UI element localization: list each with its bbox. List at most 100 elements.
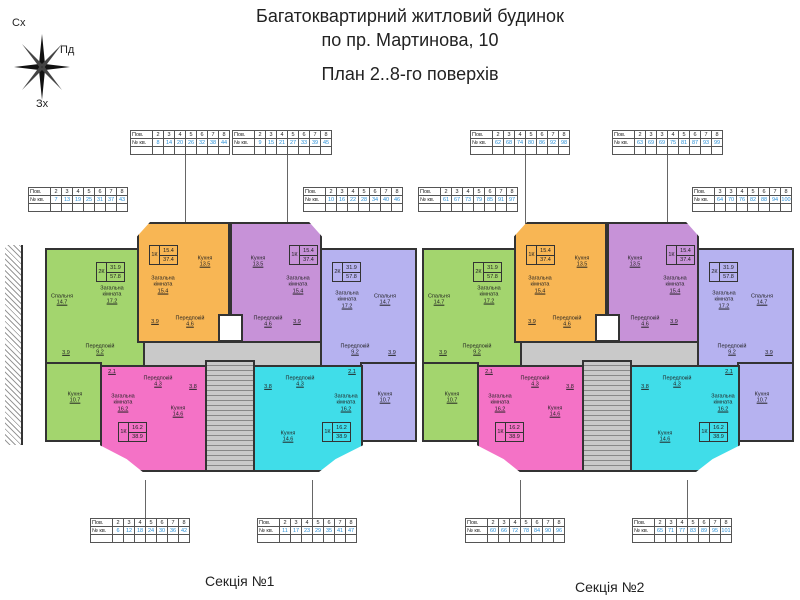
bathroom-label: 3.8 — [641, 384, 649, 390]
apartment-number: 17 — [290, 526, 302, 535]
apartment-number: 86 — [536, 138, 548, 147]
apartment-number: 11 — [279, 526, 291, 535]
elevator-shaft — [218, 314, 243, 342]
floor-number: 2 — [152, 130, 164, 139]
floor-number: 5 — [473, 187, 485, 196]
floor-number: 5 — [312, 518, 324, 527]
room-area: 3.9 — [670, 318, 678, 325]
floor-number: 5 — [678, 130, 690, 139]
apartment-type: 1К — [528, 252, 535, 258]
room-area: 3.8 — [264, 383, 272, 390]
apartment-number: 43 — [116, 195, 128, 204]
floor-number: 8 — [320, 130, 332, 139]
floor-number: 4 — [134, 518, 146, 527]
total-area: 37.4 — [159, 255, 177, 264]
floor-number: 4 — [276, 130, 288, 139]
room-area: 2.1 — [108, 368, 116, 375]
floor-number: 6 — [698, 518, 710, 527]
room-name: Передпокій — [717, 343, 747, 350]
wc-label: 2.1 — [108, 369, 116, 375]
apartment-type: 1К — [701, 429, 708, 435]
apartment-number: 76 — [736, 195, 748, 204]
table-leader-line — [520, 480, 521, 518]
room-area: 4.6 — [641, 322, 649, 328]
room-area: 3.9 — [151, 318, 159, 325]
apartment-number: 8 — [152, 138, 164, 147]
floor-number: 2 — [279, 518, 291, 527]
apartment-1k-bottom-left — [100, 365, 207, 472]
floor-number: 7 — [207, 130, 219, 139]
floor-number: 8 — [116, 187, 128, 196]
floor-number: 3 — [498, 518, 510, 527]
room-area: 3.8 — [189, 383, 197, 390]
room-area: 3.9 — [528, 318, 536, 325]
living-area: 31.9 — [483, 263, 501, 272]
room-name: Кухня — [280, 430, 296, 437]
room-area: 4.3 — [531, 382, 539, 388]
floor-number: 7 — [495, 187, 507, 196]
bathroom-label: 3.8 — [566, 384, 574, 390]
apartment-type: 2К — [334, 269, 341, 275]
room-name: Кухня — [250, 255, 266, 262]
apartment-number: 29 — [312, 526, 324, 535]
room-area: 17.2 — [341, 303, 353, 310]
floor-number: 6 — [298, 130, 310, 139]
bathroom-label: 3.9 — [62, 350, 70, 356]
apartment-type: 1К — [291, 252, 298, 258]
apartment-number: 72 — [509, 526, 521, 535]
floor-number: 6 — [531, 518, 543, 527]
apartment-number: 41 — [334, 526, 346, 535]
room-area: 17.2 — [106, 298, 118, 305]
room-area: 3.9 — [293, 318, 301, 325]
room-area: 3.9 — [62, 349, 70, 356]
apartment-number: 94 — [769, 195, 781, 204]
bathroom-label: 3.9 — [439, 350, 447, 356]
apartment-number: 92 — [547, 138, 559, 147]
table-leader-line — [287, 155, 288, 230]
floor-number: 3 — [645, 130, 657, 139]
floor-number: 8 — [178, 518, 190, 527]
floor-header: Пов. — [232, 130, 255, 139]
living-area: 15.4 — [536, 246, 554, 255]
floor-number: 3 — [503, 130, 515, 139]
room-name: Передпокій — [520, 375, 550, 382]
total-area: 37.4 — [299, 255, 317, 264]
floor-number: 6 — [689, 130, 701, 139]
apartment-number: 62 — [492, 138, 504, 147]
room-area: 10.7 — [446, 398, 458, 404]
apartment-number: 19 — [72, 195, 84, 204]
floor-number: 4 — [736, 187, 748, 196]
floor-number: 8 — [780, 187, 792, 196]
bathroom-label: 3.8 — [264, 384, 272, 390]
floor-number: 2 — [440, 187, 452, 196]
floor-number: 2 — [492, 130, 504, 139]
apartment-2k-right-kitchen — [360, 362, 417, 442]
living-area: 31.9 — [342, 263, 360, 272]
room-area: 3.9 — [439, 349, 447, 356]
total-area: 37.4 — [536, 255, 554, 264]
apartment-number: 7 — [50, 195, 62, 204]
apartment-number: 99 — [711, 138, 723, 147]
room-area: 10.7 — [379, 398, 391, 404]
room-name: Кухня — [657, 430, 673, 437]
bathroom-label: 3.9 — [528, 319, 536, 325]
apartment-number: 74 — [514, 138, 526, 147]
